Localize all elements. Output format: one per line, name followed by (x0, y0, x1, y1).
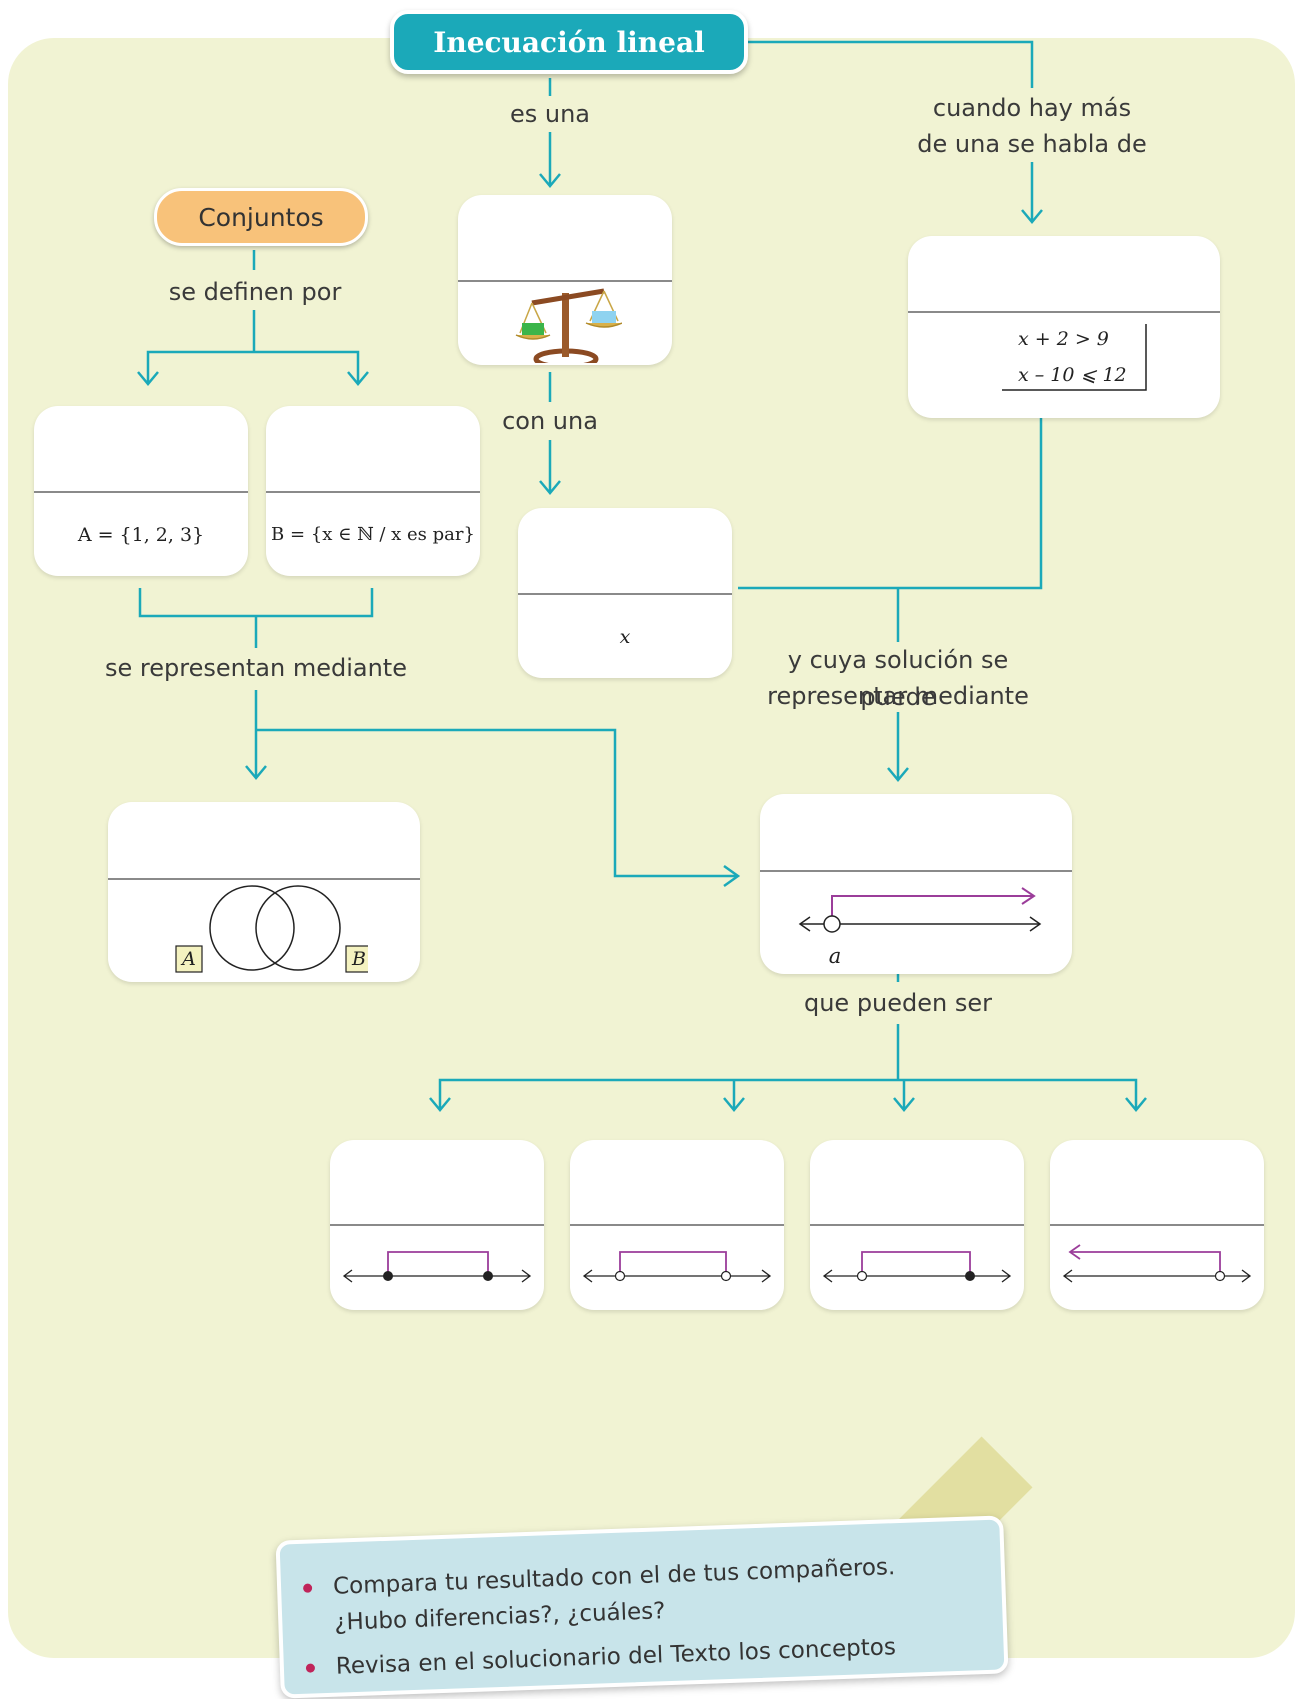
label-con-una: con una (502, 407, 598, 435)
system-line-1: x + 2 > 9 (1018, 328, 1109, 350)
card-separator (34, 491, 248, 493)
interval-number-line (798, 887, 1042, 933)
venn-label-b-box (345, 945, 368, 973)
card-separator (810, 1224, 1024, 1226)
title-inecuacion-lineal: Inecuación lineal (390, 10, 748, 74)
label-cuya-2: representar mediante (767, 682, 1029, 710)
set-b-example: B = {x ∈ ℕ / x es par} (271, 524, 475, 545)
label-se-definen-por: se definen por (168, 278, 342, 306)
card-separator (330, 1224, 544, 1226)
label-cuya-1: y cuya solución se puede (787, 646, 1009, 711)
card-intervalo-cerrado (330, 1140, 544, 1310)
card-desigualdad (458, 195, 672, 365)
conjuntos-box: Conjuntos (154, 188, 368, 246)
card-separator (570, 1224, 784, 1226)
card-extension: A = {1, 2, 3} (34, 406, 248, 576)
note-item-1: Compara tu resultado con el de tus compa… (302, 1545, 1002, 1640)
card-comprension: B = {x ∈ ℕ / x es par} (266, 406, 480, 576)
card-separator (266, 491, 480, 493)
venn-diagram (175, 885, 368, 973)
bullet-icon (305, 1663, 316, 1673)
variable-x-text: x (619, 626, 631, 648)
card-intervalo-abierto (570, 1140, 784, 1310)
balance-scale-icon (515, 288, 622, 363)
venn-label-a-box (175, 945, 203, 973)
note-item-1-line-2: ¿Hubo diferencias?, ¿cuáles? (333, 1598, 666, 1636)
connector-lines (137, 40, 1147, 1112)
note-item-1-line-1: Compara tu resultado con el de tus compa… (332, 1554, 896, 1600)
card-separator (908, 311, 1220, 313)
card-intervalo-semiabierto (810, 1140, 1024, 1310)
note-item-2-line-1: Revisa en el solucionario del Texto los … (335, 1634, 897, 1680)
closed-interval-line (342, 1251, 532, 1283)
card-separator (1050, 1224, 1264, 1226)
card-separator (458, 280, 672, 282)
card-diagrama-venn: A B (108, 802, 420, 982)
label-es-una: es una (509, 100, 591, 128)
venn-label-b: B (352, 948, 366, 970)
bullet-icon (302, 1583, 313, 1593)
system-line-2: x – 10 ⩽ 12 (1018, 364, 1127, 386)
card-separator (518, 593, 732, 595)
unbounded-interval-line (1062, 1244, 1252, 1283)
set-a-example: A = {1, 2, 3} (77, 524, 205, 546)
card-intervalo: a (760, 794, 1072, 974)
label-cuando-1: cuando hay más (932, 94, 1132, 122)
label-cuando-2: de una se habla de (917, 130, 1147, 158)
card-intervalo-infinito (1050, 1140, 1264, 1310)
reflection-note: Compara tu resultado con el de tus compa… (275, 1515, 1009, 1699)
card-separator (760, 870, 1072, 872)
label-que-pueden-ser: que pueden ser (803, 989, 993, 1017)
label-se-representan: se representan mediante (105, 654, 407, 682)
open-interval-line (582, 1251, 772, 1283)
half-open-interval-line (822, 1251, 1012, 1283)
venn-label-a: A (182, 948, 196, 970)
interval-point-a: a (828, 944, 842, 968)
system-bracket (1002, 324, 1147, 391)
card-separator (108, 878, 420, 880)
card-sistema: x + 2 > 9 x – 10 ⩽ 12 (908, 236, 1220, 418)
card-incognita: x (518, 508, 732, 678)
